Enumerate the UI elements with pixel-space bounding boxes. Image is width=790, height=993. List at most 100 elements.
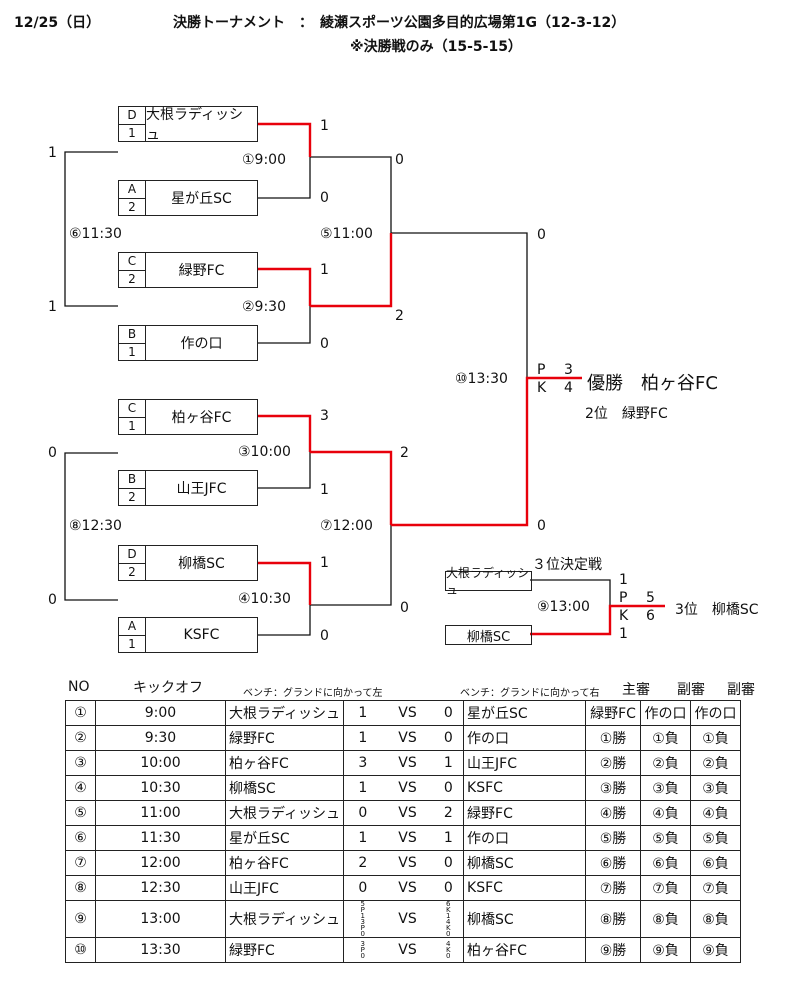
col-header-kickoff: キックオフ: [133, 680, 203, 696]
second-place-label: 2位 緑野FC: [585, 406, 668, 422]
cell-time: 10:00: [95, 750, 226, 776]
cell-ref: ②勝: [585, 750, 642, 776]
cell-right: 柏ヶ谷FC: [463, 937, 587, 963]
m2-winner-line: [256, 267, 312, 306]
seed-group: D: [127, 108, 137, 123]
team-name: 緑野FC: [178, 263, 225, 279]
cell-no: ⑤: [65, 800, 96, 826]
cell-a2: ③負: [690, 775, 742, 801]
cell-right: 山王JFC: [463, 750, 587, 776]
cell-a1: ⑦負: [640, 875, 692, 901]
cell-a1: ⑥負: [640, 850, 692, 876]
seed-group: D: [127, 547, 137, 562]
champion-label: 優勝 柏ヶ谷FC: [587, 373, 718, 394]
col-header-assist2: 副審: [727, 682, 755, 698]
m4-top-score: 1: [320, 555, 329, 571]
cell-a1: ②負: [640, 750, 692, 776]
m8-bracket-line: [64, 452, 118, 601]
cell-time: 13:30: [95, 937, 226, 963]
cell-ref: ⑧勝: [585, 900, 642, 938]
cell-a1: ④負: [640, 800, 692, 826]
cell-time: 12:00: [95, 850, 226, 876]
seed-rank: 2: [119, 487, 145, 506]
tournament-title: 決勝トーナメント ： 綾瀬スポーツ公園多目的広場第1G（12-3-12）: [173, 15, 626, 31]
m4-time: ④10:30: [238, 591, 291, 607]
m1-time: ①9:00: [242, 152, 286, 168]
m5-time: ⑤11:00: [320, 226, 373, 242]
cell-vs: VS: [381, 725, 434, 751]
seed-group: A: [127, 182, 137, 197]
cell-right: 柳橋SC: [463, 900, 587, 938]
cell-a2: ①負: [690, 725, 742, 751]
cell-ls: 3: [343, 750, 382, 776]
cell-vs: VS: [381, 750, 434, 776]
seed-rank: 1: [119, 342, 145, 361]
third-top-score: 1: [619, 572, 628, 588]
third-team-top: 大根ラディッシュ: [446, 566, 530, 597]
team-name: 柳橋SC: [178, 556, 225, 572]
m8-time: ⑧12:30: [69, 518, 122, 534]
cell-vs: VS: [381, 800, 434, 826]
m2-time: ②9:30: [242, 299, 286, 315]
m8-top-score: 0: [48, 445, 57, 461]
team-name: 作の口: [180, 336, 223, 352]
cell-left: 柏ヶ谷FC: [224, 850, 345, 876]
cell-left: 緑野FC: [224, 725, 345, 751]
team-name: 星が丘SC: [171, 191, 232, 207]
m6-time: ⑥11:30: [69, 226, 122, 242]
m2-top-score: 1: [320, 262, 329, 278]
m6-bot-score: 1: [48, 299, 57, 315]
cell-time: 13:00: [95, 900, 226, 938]
cell-rs: 0: [433, 850, 464, 876]
cell-vs: VS: [381, 700, 434, 726]
m3-top-score: 3: [320, 408, 329, 424]
cell-time: 11:30: [95, 825, 226, 851]
m1-top-score: 1: [320, 118, 329, 134]
m5-loser-line: [310, 156, 392, 233]
final-note: ※決勝戦のみ（15-5-15）: [350, 39, 522, 55]
m2-loser-line: [256, 306, 311, 344]
cell-ref: ⑥勝: [585, 850, 642, 876]
cell-no: ①: [65, 700, 96, 726]
cell-vs: VS: [381, 937, 434, 963]
cell-a2: ⑥負: [690, 850, 742, 876]
cell-time: 11:00: [95, 800, 226, 826]
cell-ref: ⑨勝: [585, 937, 642, 963]
cell-ls: 3P0: [343, 937, 382, 963]
pk-score-stack: 4K0: [445, 940, 451, 960]
seed-rank: 1: [119, 416, 145, 435]
pk-score-stack: 6K14K0: [445, 900, 451, 938]
cell-rs: 1: [433, 825, 464, 851]
cell-ls: 1: [343, 700, 382, 726]
cell-right: KSFC: [463, 775, 587, 801]
team-name: 柏ヶ谷FC: [171, 410, 232, 426]
m1-bot-score: 0: [320, 190, 329, 206]
team-name: 大根ラディッシュ: [146, 107, 244, 143]
seed-rank: 2: [119, 269, 145, 288]
cell-left: 柏ヶ谷FC: [224, 750, 345, 776]
cell-no: ②: [65, 725, 96, 751]
team-name: 山王JFC: [176, 481, 227, 497]
third-pk-top: 5: [646, 590, 655, 606]
seed-rank: 1: [119, 634, 145, 653]
team-name: KSFC: [183, 627, 220, 643]
cell-left: 山王JFC: [224, 875, 345, 901]
cell-rs: 1: [433, 750, 464, 776]
cell-rs: 6K14K0: [433, 900, 464, 938]
date-label: 12/25（日）: [14, 15, 101, 31]
m5-winner-line: [310, 233, 393, 308]
cell-left: 大根ラディッシュ: [224, 900, 345, 938]
m1-loser-line: [256, 157, 311, 199]
